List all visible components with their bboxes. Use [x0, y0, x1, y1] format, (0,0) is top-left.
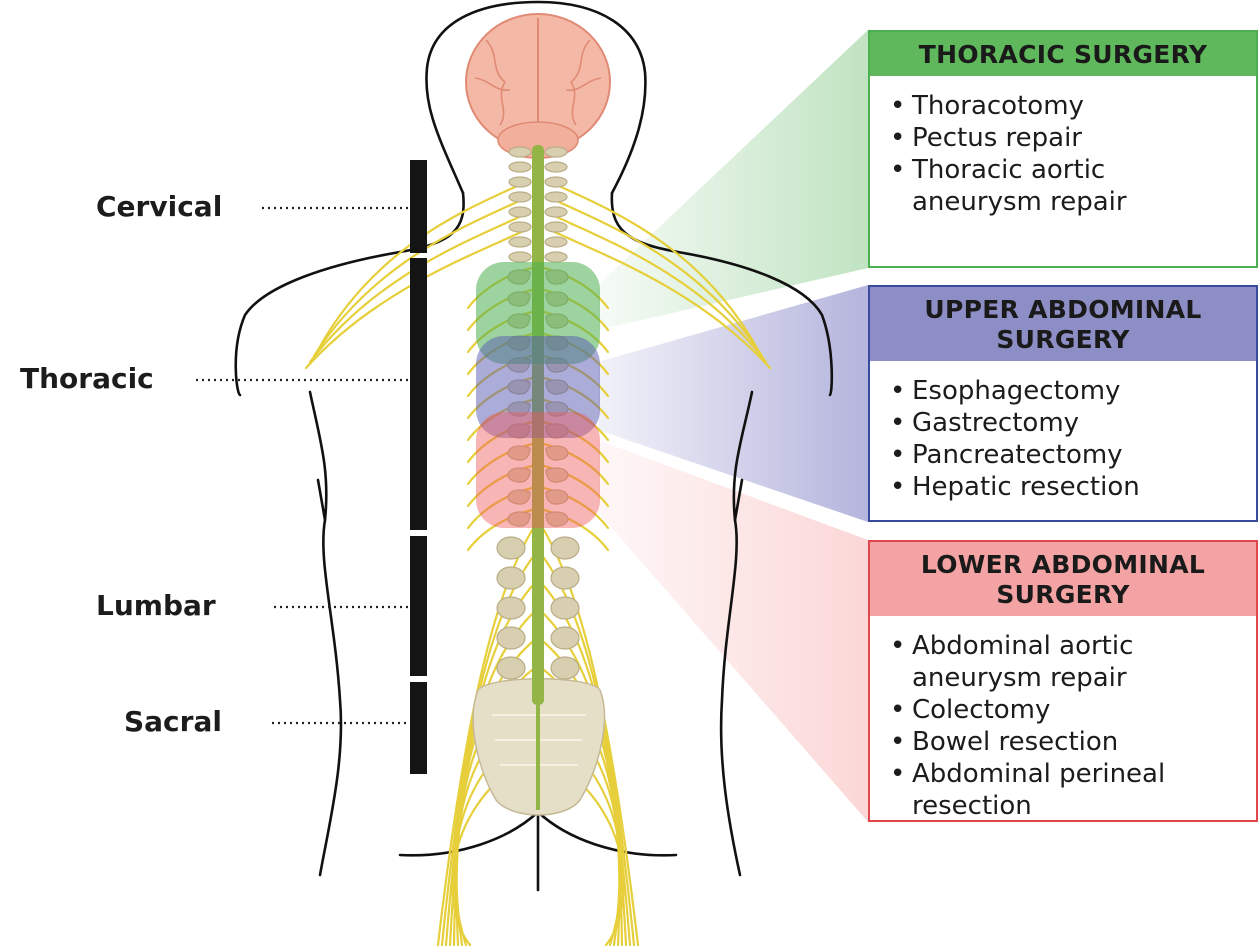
vertebra	[551, 597, 579, 619]
vertebra	[497, 567, 525, 589]
procedure-list: Thoracotomy Pectus repair Thoracic aorti…	[870, 76, 1256, 218]
procedure-item: Thoracotomy	[890, 90, 1248, 122]
box-title-line-2: SURGERY	[874, 580, 1252, 610]
box-title-line-2: SURGERY	[874, 325, 1252, 355]
lumbar-bar	[410, 536, 427, 676]
vertebra	[551, 567, 579, 589]
vertebra	[545, 162, 567, 172]
vertebra	[545, 192, 567, 202]
region-bars	[410, 160, 427, 774]
procedure-item: Pancreatectomy	[890, 439, 1248, 471]
region-label-sacral: Sacral	[124, 705, 222, 738]
region-label-lumbar: Lumbar	[96, 589, 216, 622]
vertebra	[545, 252, 567, 262]
cervical-bar	[410, 160, 427, 253]
vertebra	[551, 537, 579, 559]
sacral-bar	[410, 682, 427, 774]
procedure-item: Pectus repair	[890, 122, 1248, 154]
procedure-item: Gastrectomy	[890, 407, 1248, 439]
vertebra	[509, 222, 531, 232]
procedure-item: Abdominal aortic aneurysm repair	[890, 630, 1248, 694]
vertebra	[551, 627, 579, 649]
vertebra	[545, 237, 567, 247]
box-header: THORACIC SURGERY	[870, 32, 1256, 76]
vertebra	[509, 162, 531, 172]
region-label-thoracic: Thoracic	[20, 362, 154, 395]
box-title-line-1: UPPER ABDOMINAL	[874, 295, 1252, 325]
vertebra	[497, 597, 525, 619]
procedure-item: Thoracic aortic aneurysm repair	[890, 154, 1248, 218]
vertebra	[497, 657, 525, 679]
box-title-line-1: LOWER ABDOMINAL	[874, 550, 1252, 580]
procedure-item: Abdominal perineal resection	[890, 758, 1248, 822]
vertebra	[497, 537, 525, 559]
procedure-list: Esophagectomy Gastrectomy Pancreatectomy…	[870, 361, 1256, 503]
vertebra	[509, 192, 531, 202]
vertebra	[509, 147, 531, 157]
lower-abdominal-zone	[476, 412, 600, 528]
vertebra	[545, 207, 567, 217]
vertebra	[545, 147, 567, 157]
vertebra	[509, 252, 531, 262]
vertebra	[551, 657, 579, 679]
thoracic-bar	[410, 258, 427, 530]
vertebra	[509, 237, 531, 247]
procedure-item: Bowel resection	[890, 726, 1248, 758]
vertebra	[509, 207, 531, 217]
vertebra	[545, 177, 567, 187]
procedure-item: Colectomy	[890, 694, 1248, 726]
vertebra	[497, 627, 525, 649]
procedure-item: Hepatic resection	[890, 471, 1248, 503]
upper-abdominal-surgery-box: UPPER ABDOMINAL SURGERY Esophagectomy Ga…	[868, 285, 1258, 522]
box-title: THORACIC SURGERY	[874, 40, 1252, 70]
lower-abdominal-surgery-box: LOWER ABDOMINAL SURGERY Abdominal aortic…	[868, 540, 1258, 822]
region-label-cervical: Cervical	[96, 190, 222, 223]
brain	[466, 14, 610, 158]
thoracic-surgery-box: THORACIC SURGERY Thoracotomy Pectus repa…	[868, 30, 1258, 268]
vertebra	[509, 177, 531, 187]
box-header: LOWER ABDOMINAL SURGERY	[870, 542, 1256, 616]
procedure-list: Abdominal aortic aneurysm repair Colecto…	[870, 616, 1256, 822]
box-header: UPPER ABDOMINAL SURGERY	[870, 287, 1256, 361]
procedure-item: Esophagectomy	[890, 375, 1248, 407]
vertebra	[545, 222, 567, 232]
thoracic-beam	[598, 30, 868, 330]
